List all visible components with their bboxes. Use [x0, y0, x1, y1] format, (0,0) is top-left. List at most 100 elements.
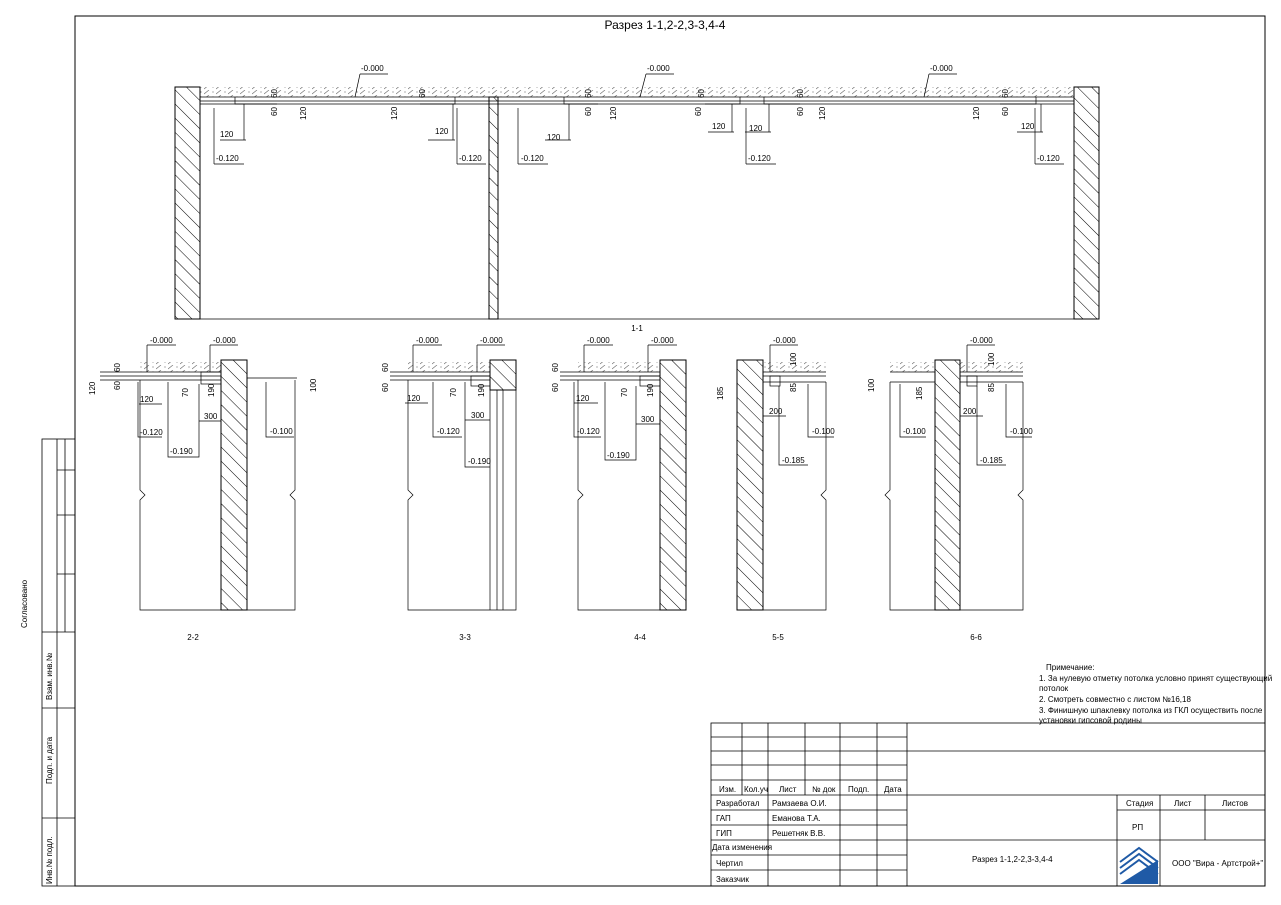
list-header: Лист — [1174, 799, 1192, 808]
svg-text:60: 60 — [694, 107, 703, 116]
svg-text:190: 190 — [207, 383, 216, 397]
svg-text:60: 60 — [381, 363, 390, 372]
role-1: ГАП — [716, 814, 731, 823]
ceiling-slab — [200, 87, 1074, 97]
stamp-agreed: Согласовано — [20, 579, 29, 628]
section-1-1: -0.000 -0.000 -0.000 -0.120 -0.120 -0.12… — [174, 64, 1100, 333]
soffit-step — [220, 97, 1043, 141]
svg-text:-0.120: -0.120 — [1037, 154, 1060, 163]
svg-text:60: 60 — [796, 89, 805, 98]
svg-text:85: 85 — [987, 383, 996, 392]
svg-text:потолок: потолок — [1039, 684, 1069, 693]
svg-text:120: 120 — [1021, 122, 1035, 131]
wall-left — [174, 86, 201, 320]
section-label: 6-6 — [970, 633, 982, 642]
svg-text:-0.100: -0.100 — [812, 427, 835, 436]
role-0: Разработал — [716, 799, 760, 808]
svg-text:1. За нулевую отметку потолка: 1. За нулевую отметку потолка условно пр… — [1039, 674, 1272, 683]
svg-text:2. Смотреть совместно с листом: 2. Смотреть совместно с листом №16,18 — [1039, 695, 1191, 704]
svg-text:70: 70 — [449, 388, 458, 397]
level-marker: -0.120 — [1034, 108, 1064, 165]
section-label: 4-4 — [634, 633, 646, 642]
stage-value: РП — [1132, 823, 1143, 832]
svg-text:-0.190: -0.190 — [468, 457, 491, 466]
company-logo-icon — [1119, 846, 1159, 884]
svg-text:-0.120: -0.120 — [140, 428, 163, 437]
section-3-3: -0.000 -0.000 -0.120 -0.190 60 60 120 70… — [381, 336, 517, 642]
svg-text:установки гипсовой родины: установки гипсовой родины — [1039, 716, 1142, 725]
stage-header: Стадия — [1126, 799, 1153, 808]
svg-text:100: 100 — [987, 352, 996, 366]
svg-text:120: 120 — [712, 122, 726, 131]
title-block — [710, 722, 1266, 887]
stamp-podp: Подп. и дата — [45, 736, 54, 784]
svg-text:60: 60 — [584, 107, 593, 116]
section-label: 1-1 — [631, 324, 643, 333]
svg-text:120: 120 — [407, 394, 421, 403]
wall — [220, 359, 248, 611]
svg-text:120: 120 — [299, 106, 308, 120]
svg-text:200: 200 — [769, 407, 783, 416]
beam — [489, 359, 517, 391]
wall — [934, 359, 961, 611]
section-label: 5-5 — [772, 633, 784, 642]
level-marker: -0.120 — [745, 108, 776, 165]
svg-text:120: 120 — [972, 106, 981, 120]
name-2: Решетняк В.В. — [772, 829, 825, 838]
svg-text:60: 60 — [1001, 107, 1010, 116]
section-6-6: -0.000 -0.100 -0.100 -0.185 100 185 100 … — [867, 336, 1033, 642]
svg-text:120: 120 — [140, 395, 154, 404]
svg-text:-0.120: -0.120 — [748, 154, 771, 163]
svg-text:120: 120 — [749, 124, 763, 133]
svg-text:60: 60 — [270, 107, 279, 116]
svg-text:-0.000: -0.000 — [930, 64, 953, 73]
section-label: 3-3 — [459, 633, 471, 642]
section-2-2: -0.000 -0.000 -0.120 -0.190 -0.100 120 6… — [88, 336, 318, 642]
svg-text:60: 60 — [113, 381, 122, 390]
svg-text:60: 60 — [270, 89, 279, 98]
svg-text:185: 185 — [716, 386, 725, 400]
wall-middle — [488, 96, 499, 320]
role-3: Дата изменения — [712, 843, 772, 852]
stamp-vzam: Взам. инв.№ — [45, 652, 54, 700]
level-marker: -0.120 — [456, 108, 486, 165]
svg-text:3. Финишную шпаклевку потолка: 3. Финишную шпаклевку потолка из ГКЛ осу… — [1039, 706, 1263, 715]
svg-text:200: 200 — [963, 407, 977, 416]
notes: Примечание: 1. За нулевую отметку потолк… — [1039, 663, 1272, 725]
svg-text:120: 120 — [390, 106, 399, 120]
company-name: ООО "Вира - Артстрой+" — [1172, 859, 1263, 868]
svg-text:-0.000: -0.000 — [647, 64, 670, 73]
svg-text:100: 100 — [867, 378, 876, 392]
svg-text:60: 60 — [584, 89, 593, 98]
svg-text:-0.120: -0.120 — [437, 427, 460, 436]
svg-text:120: 120 — [435, 127, 449, 136]
svg-text:-0.120: -0.120 — [521, 154, 544, 163]
svg-text:-0.000: -0.000 — [651, 336, 674, 345]
svg-text:120: 120 — [576, 394, 590, 403]
svg-text:85: 85 — [789, 383, 798, 392]
svg-text:-0.000: -0.000 — [213, 336, 236, 345]
svg-text:-0.185: -0.185 — [980, 456, 1003, 465]
svg-text:-0.000: -0.000 — [416, 336, 439, 345]
col-data: Дата — [884, 785, 902, 794]
svg-text:-0.000: -0.000 — [773, 336, 796, 345]
svg-text:190: 190 — [646, 383, 655, 397]
col-ndok: № док — [812, 785, 836, 794]
level-marker: -0.120 — [517, 108, 548, 165]
svg-text:-0.190: -0.190 — [170, 447, 193, 456]
svg-text:120: 120 — [818, 106, 827, 120]
svg-text:Примечание:: Примечание: — [1046, 663, 1095, 672]
svg-text:60: 60 — [551, 363, 560, 372]
svg-text:300: 300 — [641, 415, 655, 424]
name-1: Еманова Т.А. — [772, 814, 821, 823]
section-5-5: -0.000 -0.100 -0.185 185 100 85 200 5-5 — [716, 336, 835, 642]
drawing-name: Разрез 1-1,2-2,3-3,4-4 — [972, 855, 1053, 864]
wall-right — [1073, 86, 1100, 320]
svg-text:300: 300 — [471, 411, 485, 420]
svg-text:60: 60 — [418, 89, 427, 98]
svg-text:-0.190: -0.190 — [607, 451, 630, 460]
svg-text:120: 120 — [88, 381, 97, 395]
role-4: Чертил — [716, 859, 743, 868]
svg-text:70: 70 — [181, 388, 190, 397]
